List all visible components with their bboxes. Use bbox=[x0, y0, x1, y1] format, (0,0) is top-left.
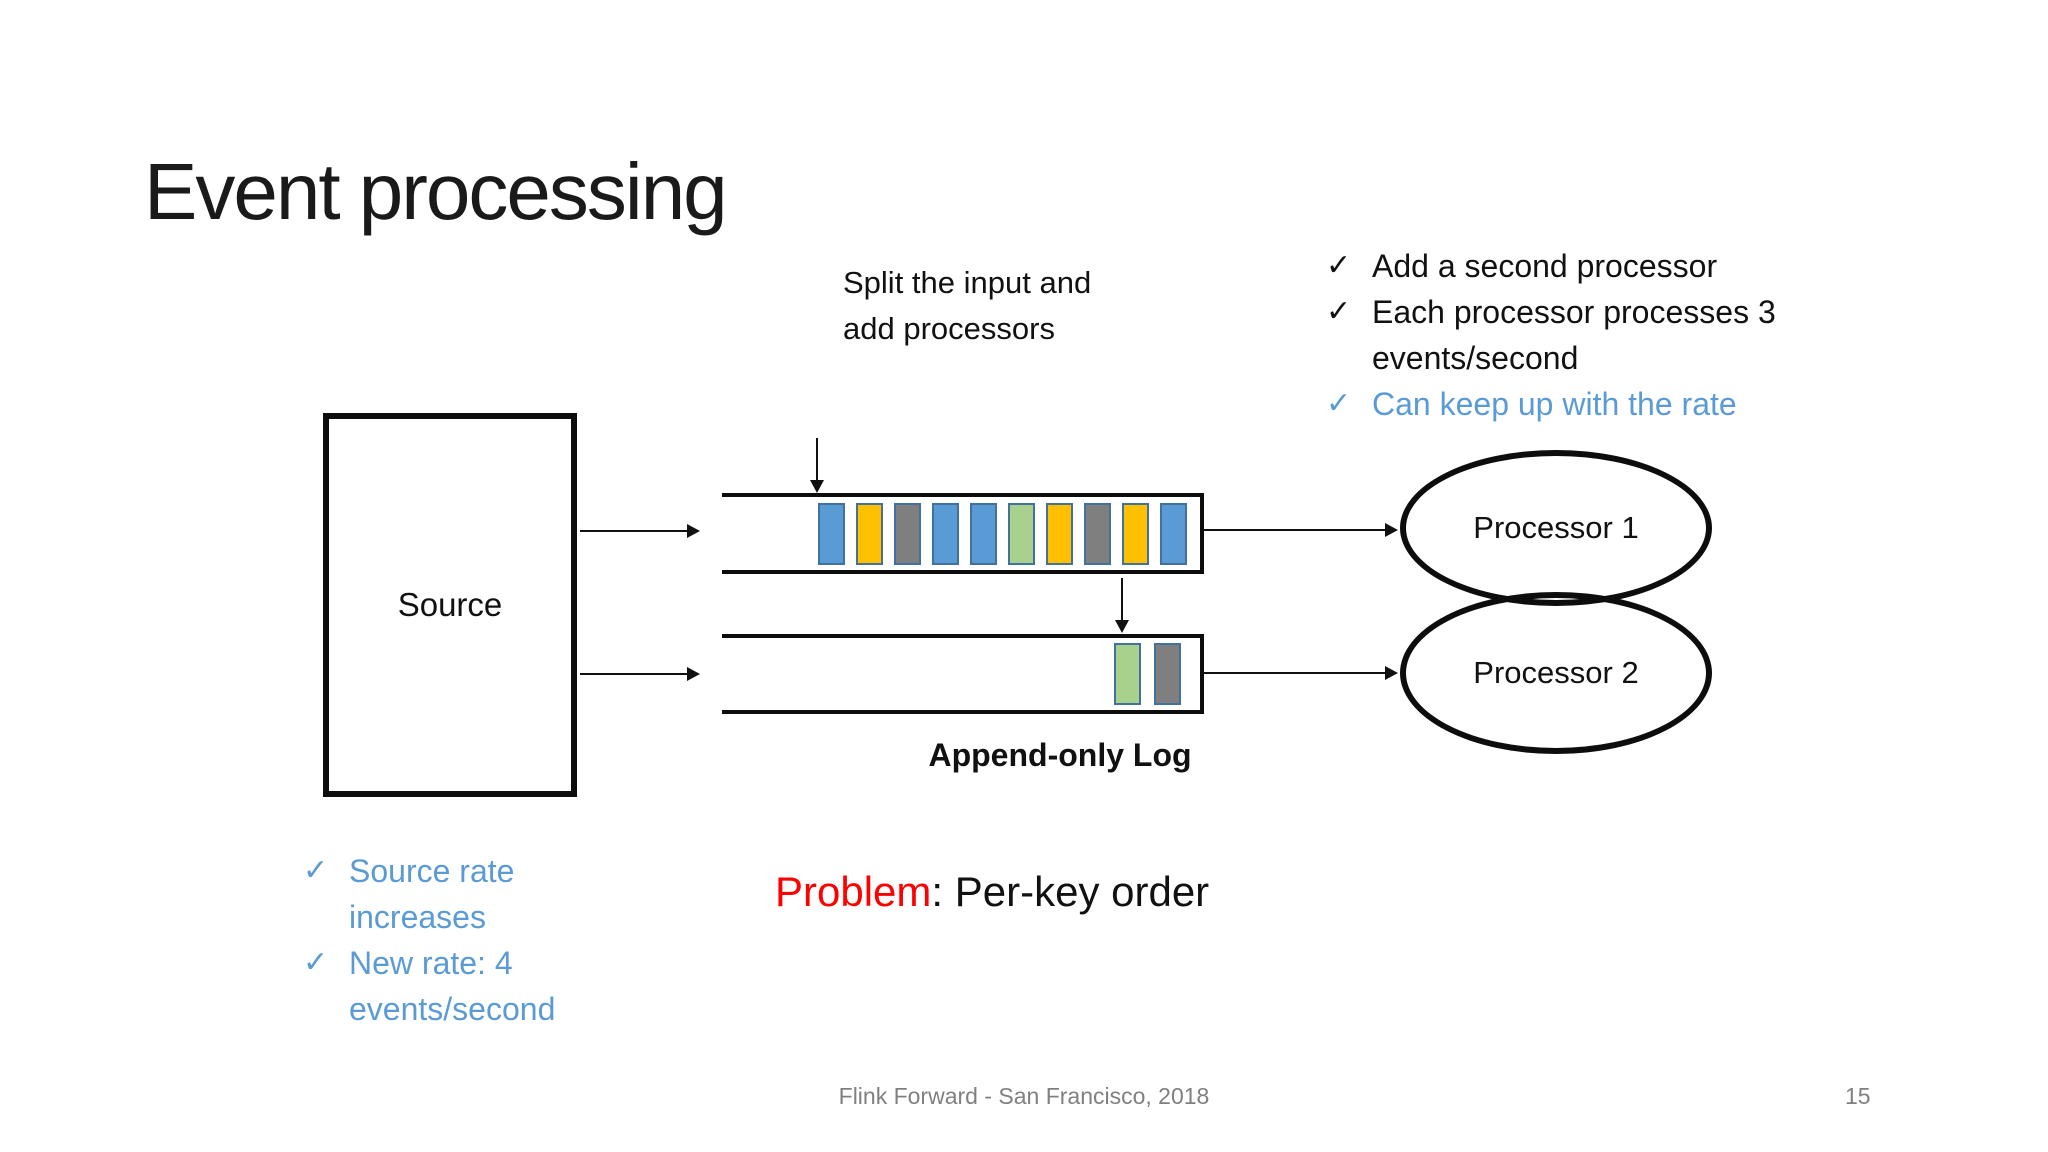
event-block-blue bbox=[818, 502, 845, 565]
event-block-gray bbox=[894, 502, 921, 565]
event-block-green bbox=[1008, 502, 1035, 565]
event-block-yellow bbox=[856, 502, 883, 565]
source-label: Source bbox=[397, 586, 503, 623]
problem-label: Problem bbox=[775, 868, 932, 915]
append-log-lane-2 bbox=[722, 634, 1204, 714]
checkmark-icon: ✓ bbox=[303, 946, 329, 979]
checklist-item: ✓ Each processor processes 3 events/secon… bbox=[1326, 289, 1846, 381]
processor-2-ellipse: Processor 2 bbox=[1400, 592, 1712, 754]
event-block-yellow bbox=[1122, 502, 1149, 565]
processor-2-label: Processor 2 bbox=[1473, 655, 1639, 690]
arrow-input-into-log1 bbox=[816, 438, 818, 480]
source-box: Source bbox=[323, 413, 577, 797]
append-log-lane-1 bbox=[722, 493, 1204, 574]
checkmark-icon: ✓ bbox=[1326, 387, 1352, 420]
event-block-yellow bbox=[1046, 502, 1073, 565]
processor-1-label: Processor 1 bbox=[1473, 510, 1639, 545]
top-checklist: ✓ Add a second processor ✓ Each processor p… bbox=[1326, 243, 1846, 427]
append-log-label: Append-only Log bbox=[928, 737, 1192, 773]
checklist-item-text: New rate: 4 events/second bbox=[349, 945, 556, 1027]
arrow-split-into-log2 bbox=[1121, 578, 1123, 620]
footer-text: Flink Forward - San Francisco, 2018 bbox=[838, 1083, 1210, 1109]
bottom-checklist: ✓ Source rate increases ✓ New rate: 4 event… bbox=[303, 848, 583, 1032]
event-block-gray bbox=[1084, 502, 1111, 565]
checkmark-icon: ✓ bbox=[303, 854, 329, 887]
checklist-item: ✓ Add a second processor bbox=[1326, 243, 1846, 289]
checklist-item: ✓ New rate: 4 events/second bbox=[303, 940, 583, 1032]
checklist-item-text: Can keep up with the rate bbox=[1372, 386, 1737, 422]
event-block-gray bbox=[1154, 643, 1181, 705]
checklist-item: ✓ Can keep up with the rate bbox=[1326, 381, 1846, 427]
event-block-blue bbox=[932, 502, 959, 565]
processor-1-ellipse: Processor 1 bbox=[1400, 450, 1712, 606]
arrow-log1-to-processor1 bbox=[1204, 529, 1385, 531]
checklist-item: ✓ Source rate increases bbox=[303, 848, 583, 940]
arrow-source-to-log1 bbox=[580, 530, 687, 532]
checklist-item-text: Source rate increases bbox=[349, 853, 515, 935]
problem-statement: Problem: Per-key order bbox=[775, 868, 1209, 916]
page-title: Event processing bbox=[144, 146, 728, 236]
event-block-green bbox=[1114, 643, 1141, 705]
arrow-source-to-log2 bbox=[580, 673, 687, 675]
problem-rest: : Per-key order bbox=[931, 868, 1210, 915]
arrow-log2-to-processor2 bbox=[1204, 672, 1385, 674]
checklist-item-text: Each processor processes 3 events/second bbox=[1372, 294, 1776, 376]
checkmark-icon: ✓ bbox=[1326, 249, 1352, 282]
page-number: 15 bbox=[1845, 1083, 1871, 1109]
event-block-blue bbox=[1160, 502, 1187, 565]
checklist-item-text: Add a second processor bbox=[1372, 248, 1718, 284]
split-note-text: Split the input and add processors bbox=[843, 265, 1092, 346]
checkmark-icon: ✓ bbox=[1326, 295, 1352, 328]
event-block-blue bbox=[970, 502, 997, 565]
